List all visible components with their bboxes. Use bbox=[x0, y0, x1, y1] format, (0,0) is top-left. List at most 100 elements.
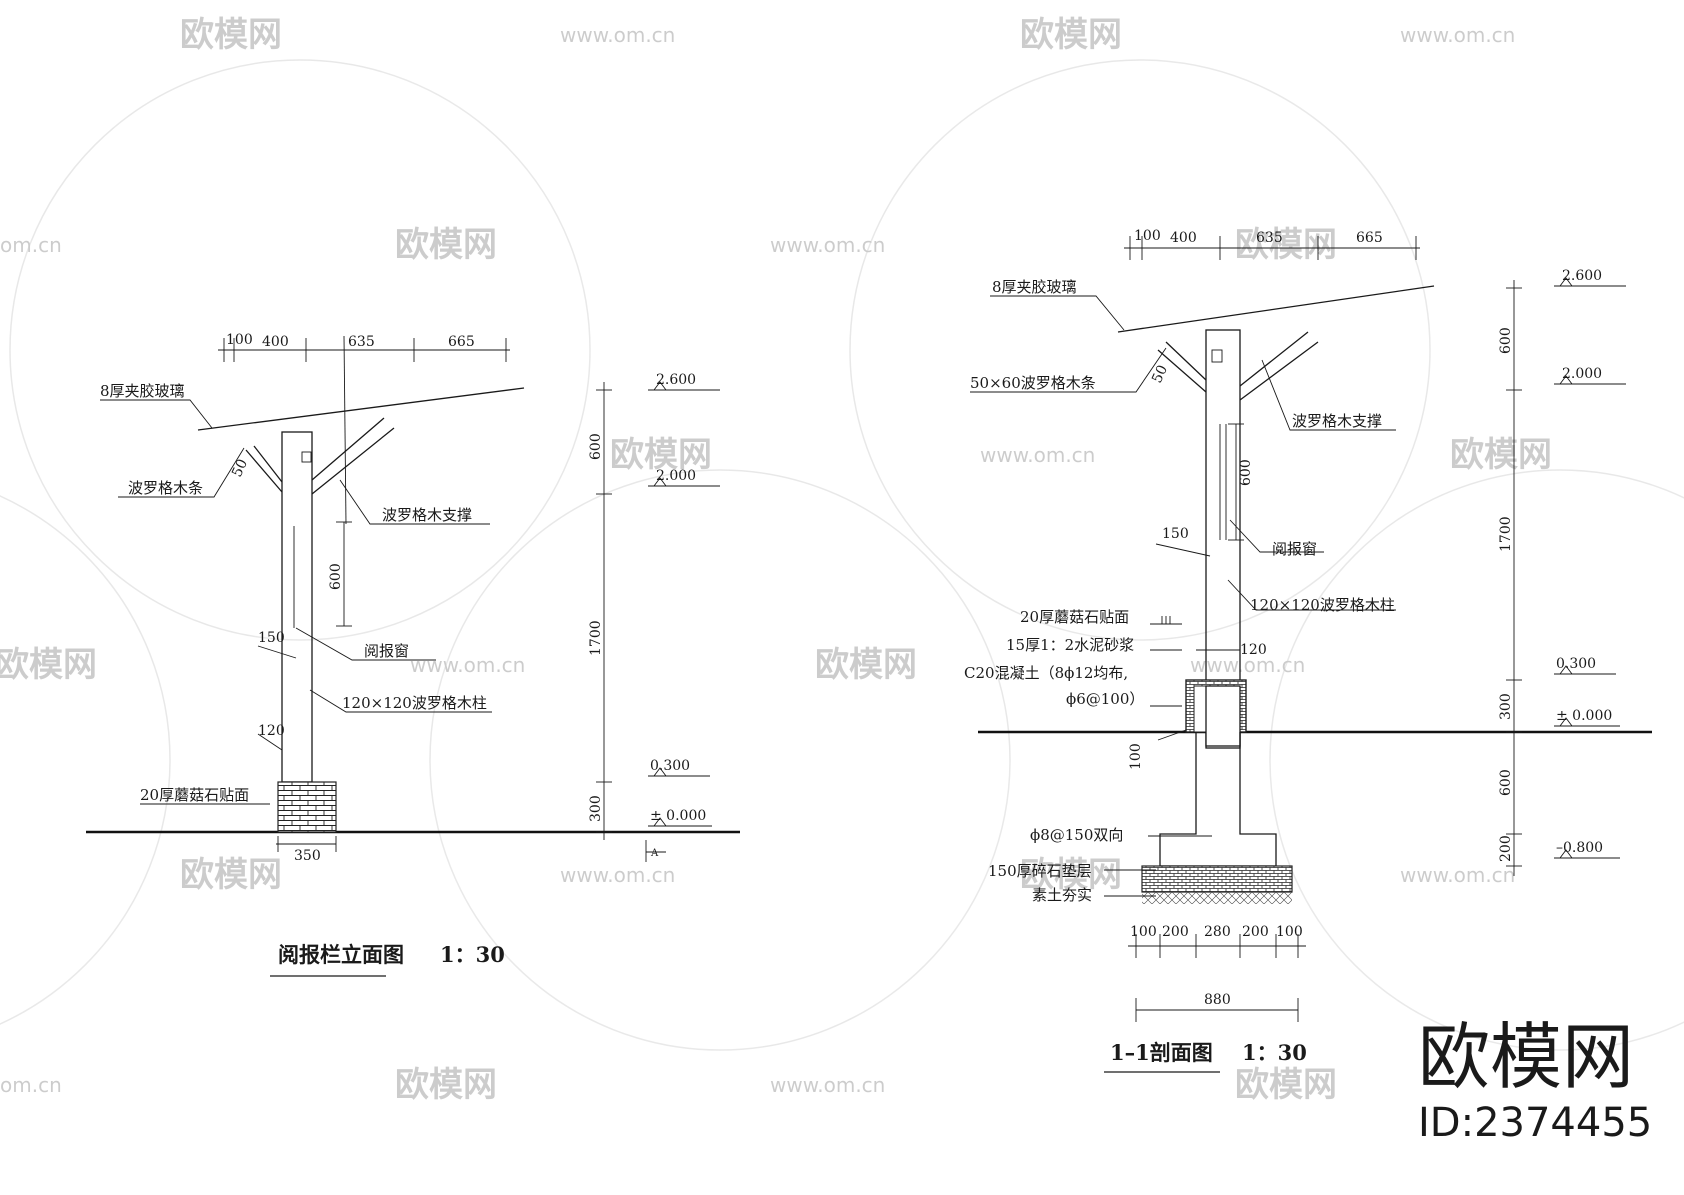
footing-total: 880 bbox=[1204, 992, 1231, 1008]
label-concrete-stirrup: ϕ6@100） bbox=[1066, 690, 1144, 708]
label-mortar: 15厚1：2水泥砂浆 bbox=[1006, 636, 1134, 654]
post bbox=[1205, 329, 1241, 749]
footing-dim: 100 bbox=[1276, 924, 1303, 940]
label-facing: 20厚蘑菇石贴面 bbox=[140, 786, 249, 804]
label-window: 阅报窗 bbox=[364, 642, 409, 660]
level-label: 2.600 bbox=[1562, 268, 1602, 284]
vdim: 600 bbox=[588, 433, 604, 460]
label-rebar: ϕ8@150双向 bbox=[1030, 826, 1123, 844]
watermark-brand: 欧模网 bbox=[1020, 855, 1122, 895]
vertical-dimension-line bbox=[596, 382, 612, 840]
footing-dim: 280 bbox=[1204, 924, 1231, 940]
left-brace bbox=[245, 445, 283, 493]
level-label: ± 0.000 bbox=[1556, 708, 1612, 724]
level-marks bbox=[648, 381, 720, 827]
vdim: 300 bbox=[1498, 693, 1514, 720]
brand-id: ID:2374455 bbox=[1418, 1100, 1652, 1146]
label-post: 120×120波罗格木柱 bbox=[1250, 596, 1395, 614]
watermark-brand: 欧模网 bbox=[1235, 225, 1337, 265]
watermark-brand: 欧模网 bbox=[1020, 15, 1122, 55]
dim-50: 50 bbox=[229, 457, 251, 480]
dim-top: 100 bbox=[1134, 228, 1161, 244]
watermark-brand: 欧模网 bbox=[395, 225, 497, 265]
right-brace bbox=[311, 417, 395, 495]
section-scale: 1：30 bbox=[1242, 1040, 1307, 1065]
vertical-dimension-line bbox=[1506, 280, 1522, 876]
label-post: 120×120波罗格木柱 bbox=[342, 694, 487, 712]
dim-150: 150 bbox=[258, 630, 285, 646]
level-label: 0.300 bbox=[1556, 656, 1596, 672]
vdim: 1700 bbox=[1498, 516, 1514, 552]
dim-50: 50 bbox=[1149, 363, 1171, 386]
dim-top: 400 bbox=[262, 334, 289, 350]
elevation-title: 阅报栏立面图 bbox=[278, 942, 404, 967]
dim-top: 400 bbox=[1170, 230, 1197, 246]
watermark-url: om.cn bbox=[0, 1073, 62, 1097]
level-label: ± 0.000 bbox=[650, 808, 706, 824]
label-brace: 波罗格木支撑 bbox=[1292, 412, 1382, 430]
level-label: –0.800 bbox=[1556, 840, 1603, 856]
level-label: 2.000 bbox=[1562, 366, 1602, 382]
gravel-bed bbox=[1141, 865, 1293, 893]
dim-top: 635 bbox=[1256, 230, 1283, 246]
right-brace bbox=[1239, 331, 1319, 401]
dim-600: 600 bbox=[328, 563, 344, 590]
watermark-url: www.om.cn bbox=[770, 233, 885, 257]
glass-panel bbox=[197, 387, 525, 431]
watermark-url: www.om.cn bbox=[410, 653, 525, 677]
bolt-mark bbox=[301, 451, 312, 463]
brand-logo: 欧模网 bbox=[1418, 1015, 1634, 1099]
leader-lines bbox=[970, 295, 1396, 897]
dim-150: 150 bbox=[1162, 526, 1189, 542]
watermark-url: om.cn bbox=[0, 233, 62, 257]
dim-top: 665 bbox=[448, 334, 475, 350]
watermark-brand: 欧模网 bbox=[1450, 435, 1552, 475]
watermark-url: www.om.cn bbox=[1400, 23, 1515, 47]
post-embed bbox=[1205, 685, 1241, 747]
level-label: 2.000 bbox=[656, 468, 696, 484]
dim-top: 100 bbox=[226, 332, 253, 348]
footing-dim: 100 bbox=[1130, 924, 1157, 940]
vdim: 200 bbox=[1498, 835, 1514, 862]
watermark-url: www.om.cn bbox=[770, 1073, 885, 1097]
post bbox=[281, 431, 313, 783]
label-gravel: 150厚碎石垫层 bbox=[988, 862, 1092, 880]
dim-120: 120 bbox=[258, 723, 285, 739]
watermark-brand: 欧模网 bbox=[610, 435, 712, 475]
dim-100: 100 bbox=[1128, 743, 1144, 770]
vdim: 600 bbox=[1498, 327, 1514, 354]
watermark-layer: 欧模网 欧模网 欧模网 欧模网 欧模网 欧模网 欧模网 欧模网 欧模网 欧模网 … bbox=[0, 15, 1684, 1105]
elevation-scale: 1：30 bbox=[440, 942, 505, 967]
top-dimension-line bbox=[1124, 236, 1420, 260]
watermark-url: www.om.cn bbox=[980, 443, 1095, 467]
dim-600: 600 bbox=[1238, 459, 1254, 486]
label-soil: 素土夯实 bbox=[1032, 886, 1092, 904]
bolt-mark bbox=[1211, 349, 1223, 363]
vdim: 600 bbox=[1498, 769, 1514, 796]
vdim: 1700 bbox=[588, 620, 604, 656]
section-drawing: 100 400 635 665 8厚夹胶玻璃 50×60波罗格木条 波罗格木支撑… bbox=[964, 228, 1652, 1073]
dim-350: 350 bbox=[294, 848, 321, 864]
label-window: 阅报窗 bbox=[1272, 540, 1317, 558]
section-title: 1–1剖面图 bbox=[1110, 1040, 1213, 1065]
watermark-brand: 欧模网 bbox=[815, 645, 917, 685]
watermark-brand: 欧模网 bbox=[180, 855, 282, 895]
watermark-url: www.om.cn bbox=[560, 863, 675, 887]
label-concrete: C20混凝土（8ϕ12均布, bbox=[964, 664, 1128, 682]
left-brace bbox=[1157, 341, 1207, 393]
label-facing: 20厚蘑菇石贴面 bbox=[1020, 608, 1129, 626]
watermark-brand: 欧模网 bbox=[395, 1065, 497, 1105]
watermark-brand: 欧模网 bbox=[0, 645, 97, 685]
label-batten: 50×60波罗格木条 bbox=[970, 374, 1096, 392]
leader-lines bbox=[100, 335, 492, 852]
watermark-url: www.om.cn bbox=[560, 23, 675, 47]
stone-base bbox=[277, 781, 337, 833]
watermark-brand: 欧模网 bbox=[1235, 1065, 1337, 1105]
dim-top: 635 bbox=[348, 334, 375, 350]
watermark-url: www.om.cn bbox=[1190, 653, 1305, 677]
level-label: 0.300 bbox=[650, 758, 690, 774]
section-mark: A bbox=[650, 848, 659, 859]
watermark-brand: 欧模网 bbox=[180, 15, 282, 55]
label-glass: 8厚夹胶玻璃 bbox=[992, 278, 1077, 296]
